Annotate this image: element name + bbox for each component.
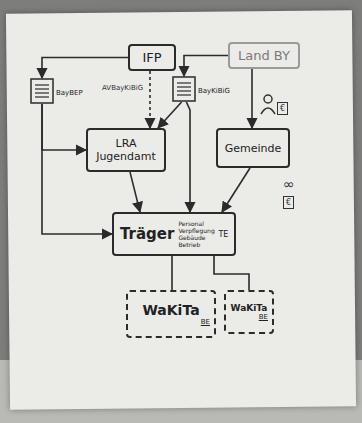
process-box: LRA Jugendamt [86,128,166,172]
document-line [177,94,191,95]
facility-box: WaKiTaBE [126,290,216,338]
facility-box: WaKiTaBE [224,290,274,334]
connector [149,71,151,128]
process-box: IFP [128,44,176,71]
document-label: BayKiBiG [198,87,230,95]
process-box: Gemeinde [216,128,290,168]
tag-text: BE [201,318,210,326]
document-line [35,88,49,89]
note-text: Personal Verpflegung Gebäude Betrieb [178,220,214,248]
box-title: Träger [120,225,174,243]
document-line [177,82,191,83]
currency-box: € [283,196,294,209]
connector [222,168,250,212]
document-outline [173,77,195,101]
document-outline [31,79,53,103]
connector [42,104,86,150]
box-title: LRA Jugendamt [94,137,158,163]
paper-sheet [6,10,356,410]
connector [171,256,173,290]
connector [42,58,128,79]
process-box: Land BY [228,42,300,69]
connector [158,102,182,128]
document-line [177,90,191,91]
document-line [177,86,191,87]
tag-text: TE [218,230,228,239]
infinity-sign: ∞ [283,176,295,192]
connector [251,69,253,128]
connector [130,172,140,212]
connector [214,256,249,290]
connector [186,102,190,212]
box-title: WaKiTa [142,302,199,318]
box-title: IFP [142,50,161,65]
box-title: WaKiTa [231,303,268,313]
document-line [35,84,49,85]
document-line [35,96,49,97]
document-node: BayKiBiG [172,76,230,102]
note-label: AVBayKiBiG [102,84,143,92]
process-box: TrägerPersonal Verpflegung Gebäude Betri… [112,212,236,256]
document-node: BayBEP [30,78,83,104]
box-title: Gemeinde [225,142,282,155]
currency-box: € [277,102,288,115]
document-line [35,92,49,93]
box-title: Land BY [238,48,290,63]
document-icon [172,76,196,102]
person-icon [261,95,275,114]
document-label: BayBEP [56,89,83,97]
document-icon [30,78,54,104]
connector [184,56,228,77]
tag-text: BE [259,313,268,321]
